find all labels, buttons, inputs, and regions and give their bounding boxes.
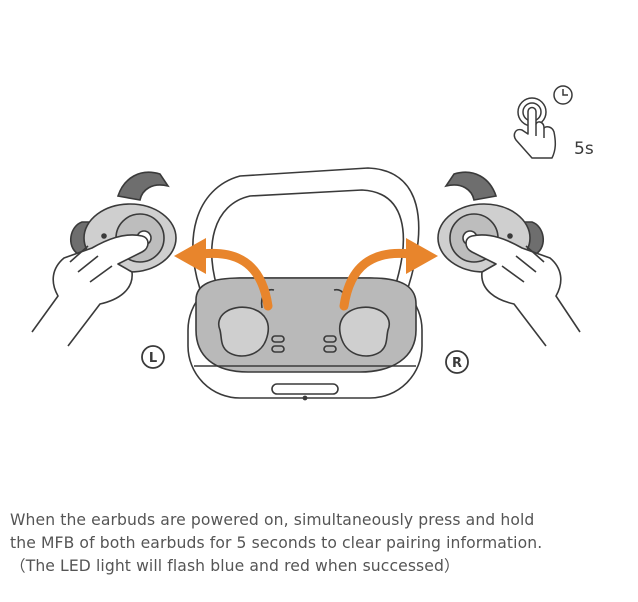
clock-icon <box>553 85 573 105</box>
arrow-left-icon <box>174 238 273 311</box>
caption-line-1: When the earbuds are powered on, simulta… <box>10 511 535 529</box>
left-hand-icon <box>31 234 149 347</box>
caption-line-2: the MFB of both earbuds for 5 seconds to… <box>10 534 543 552</box>
instruction-caption: When the earbuds are powered on, simulta… <box>10 509 634 578</box>
caption-line-3: （The LED light will flash blue and red w… <box>10 557 460 575</box>
duration-label: 5s <box>574 139 594 159</box>
right-badge: R <box>445 350 469 374</box>
arrow-right-icon <box>339 238 438 311</box>
left-badge: L <box>141 345 165 369</box>
right-hand-icon <box>465 234 581 347</box>
right-label: R <box>452 356 462 371</box>
pairing-reset-illustration: L R 5s <box>31 85 594 401</box>
left-label: L <box>149 351 157 366</box>
charging-case-icon <box>187 167 423 401</box>
press-hand-icon <box>513 97 557 159</box>
